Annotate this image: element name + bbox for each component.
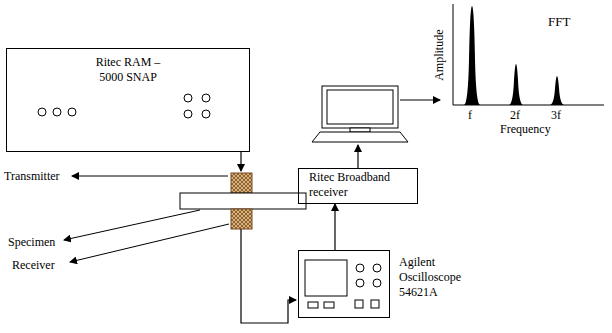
transmitter-transducer <box>231 173 252 193</box>
node-text: Ritec RAM – 5000 SNAP <box>83 55 173 85</box>
part-label: Receiver <box>12 258 55 272</box>
computer-icon <box>312 86 408 142</box>
oscilloscope-panel <box>305 260 381 308</box>
receiver-transducer <box>231 209 252 229</box>
part-label: Specimen <box>8 235 55 249</box>
tick-label: 2f <box>510 108 520 122</box>
leader-lines <box>64 176 229 262</box>
node-text: Agilent Oscilloscope 54621A <box>399 255 469 300</box>
data-wire <box>357 145 358 168</box>
axis-label: Frequency <box>500 122 551 136</box>
part-label: Transmitter <box>4 169 60 183</box>
signal-wire <box>240 152 241 171</box>
specimen-bar <box>180 193 306 209</box>
axis-label: Amplitude <box>432 30 446 81</box>
signal-wire <box>241 229 296 323</box>
instrument-box: Ritec RAM – 5000 SNAP <box>6 48 250 152</box>
tick-label: 3f <box>551 108 561 122</box>
tick-label: f <box>468 108 472 122</box>
receiver-box: Ritec Broadband receiver <box>298 168 418 204</box>
data-wire <box>400 99 440 100</box>
node-text: Ritec Broadband receiver <box>309 170 409 200</box>
oscilloscope-box: Agilent Oscilloscope 54621A <box>298 250 390 318</box>
instrument-knobs <box>38 94 210 118</box>
fft-plot <box>453 4 604 105</box>
plot-title: FFT <box>548 14 570 30</box>
signal-arrow <box>334 204 335 250</box>
